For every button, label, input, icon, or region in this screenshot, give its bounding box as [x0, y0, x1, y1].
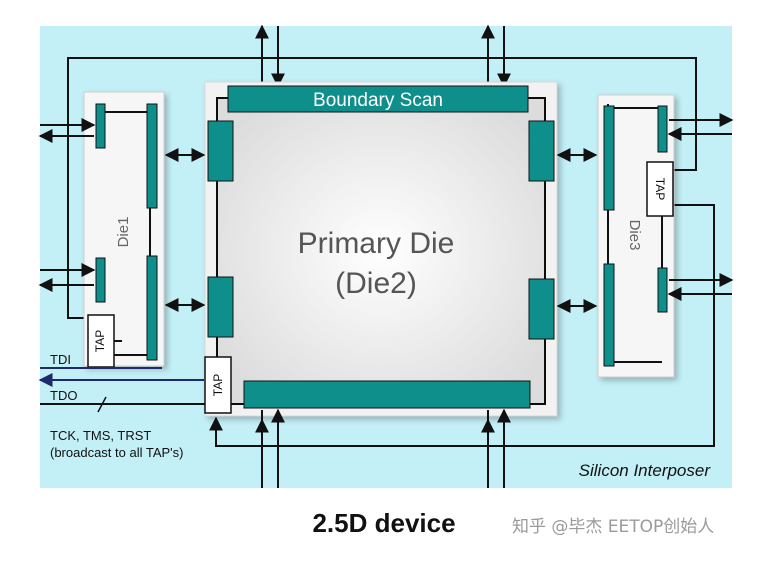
die1-cell-top-right — [146, 103, 158, 209]
die3-label: Die3 — [626, 220, 643, 251]
pd-cell-right-bottom — [528, 278, 555, 340]
die3-tap-label: TAP — [653, 178, 667, 200]
die1-tap: TAP — [87, 314, 115, 368]
die3-tap: TAP — [646, 161, 674, 217]
primary-die-subtitle: (Die2) — [335, 267, 417, 300]
figure-caption: 2.5D device — [312, 508, 456, 538]
top-left-bus — [255, 24, 511, 88]
external-io — [38, 113, 734, 488]
tdo-label: TDO — [50, 388, 77, 403]
primary-die — [204, 81, 558, 417]
broadcast-label: (broadcast to all TAP's) — [50, 445, 184, 460]
pd-cell-left-bottom — [207, 276, 234, 338]
tdi-label: TDI — [50, 352, 71, 367]
die3-cell-bottom-left — [603, 263, 615, 367]
die3-cell-top-left — [603, 105, 615, 211]
boundary-scan-bottom-bar — [243, 380, 531, 409]
signals-label: TCK, TMS, TRST — [50, 428, 151, 443]
boundary-scan-top-bar — [227, 85, 529, 113]
primary-die-title: Primary Die — [298, 227, 455, 260]
pd-cell-left-top — [207, 120, 234, 182]
die-to-die-links — [164, 148, 598, 313]
watermark: 知乎 @毕杰 EETOP创始人 — [512, 517, 715, 537]
boundary-scan-label: Boundary Scan — [313, 90, 443, 111]
die1-cell-top-left — [95, 103, 106, 149]
die1-label: Die1 — [115, 217, 132, 248]
primary-die-tap: TAP — [204, 356, 232, 414]
die1-cell-mid-left — [95, 257, 106, 303]
interposer-label: Silicon Interposer — [579, 461, 712, 480]
die1-cell-bottom-right — [146, 255, 158, 361]
pd-cell-right-top — [528, 120, 555, 182]
die3-cell-top-right — [657, 105, 668, 153]
die1-tap-label: TAP — [93, 330, 107, 352]
die3-cell-bottom-right — [657, 267, 668, 313]
primary-tap-label: TAP — [211, 374, 225, 396]
tdi-tdo-wires — [38, 340, 205, 413]
